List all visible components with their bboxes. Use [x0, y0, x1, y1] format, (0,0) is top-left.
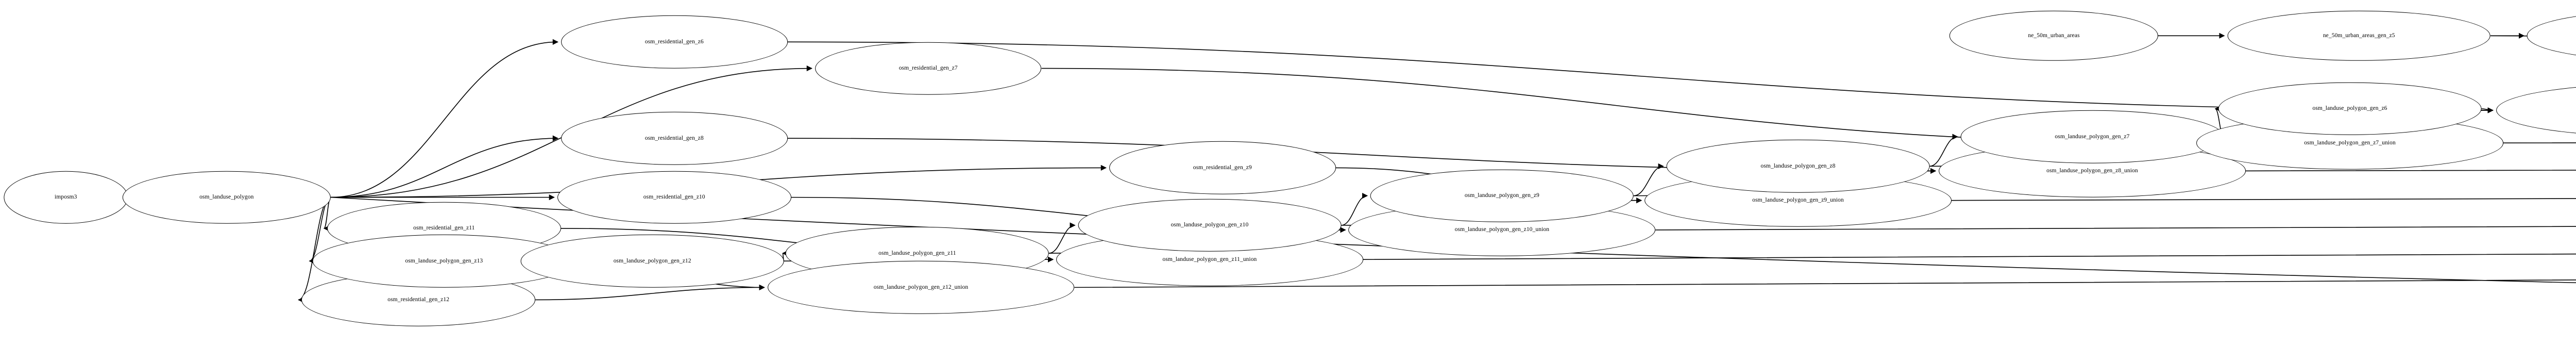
graph-node-label: osm_landuse_polygon_gen_z12: [613, 257, 691, 264]
graph-node-label: ne_50m_urban_areas_gen_z5: [2323, 32, 2395, 39]
graph-node-ne-50m-urban-areas[interactable]: ne_50m_urban_areas: [1950, 11, 2158, 61]
graph-edge: [2481, 107, 2494, 113]
graph-node-label: osm_residential_gen_z11: [413, 225, 475, 232]
graph-node-osm-landuse-polygon-gen-z6[interactable]: osm_landuse_polygon_gen_z6: [2218, 82, 2482, 136]
graph-node-osm-landuse-polygon-gen-z10[interactable]: osm_landuse_polygon_gen_z10: [1078, 199, 1342, 252]
graph-node-label: osm_residential_gen_z7: [899, 64, 958, 71]
graph-node-label: osm_landuse_polygon_gen_z12_union: [873, 284, 969, 290]
graph-node-label: osm_landuse_polygon_gen_z9: [1464, 192, 1539, 199]
graph-node-ne-50m-urban-areas-gen-z5[interactable]: ne_50m_urban_areas_gen_z5: [2227, 11, 2491, 61]
graph-edge: [2503, 142, 2576, 143]
graph-node-label: osm_residential_gen_z10: [643, 193, 705, 200]
graph-node-osm-residential-gen-z10[interactable]: osm_residential_gen_z10: [557, 171, 791, 224]
graph-edge: [330, 39, 558, 198]
graph-node-label: osm_residential_gen_z12: [387, 296, 450, 303]
graph-node-osm-landuse-polygon-gen-z7[interactable]: osm_landuse_polygon_gen_z7: [1960, 110, 2224, 163]
graph-node-label: osm_residential_gen_z9: [1193, 164, 1252, 171]
graph-node-label: osm_residential_gen_z8: [645, 135, 704, 141]
graph-node-label: osm_landuse_polygon_gen_z7: [2055, 133, 2130, 140]
graph-node-osm-landuse-polygon[interactable]: osm_landuse_polygon: [122, 171, 331, 224]
graph-node-label: osm_landuse_polygon_gen_z8: [1760, 162, 1836, 169]
graph-node-osm-landuse-polygon-gen-z8[interactable]: osm_landuse_polygon_gen_z8: [1666, 140, 1930, 193]
graph-node-osm-residential-gen-z7[interactable]: osm_residential_gen_z7: [815, 42, 1042, 95]
graph-node-osm-landuse-polygon-gen-z6-union[interactable]: osm_landuse_polygon_gen_z6_union: [2496, 84, 2576, 137]
graph-node-label: osm_landuse_polygon_gen_z11_union: [1162, 256, 1257, 262]
graph-node-ne-50m-urban-areas-gen-z4[interactable]: ne_50m_urban_areas_gen_z4: [2527, 11, 2576, 61]
graph-node-label: osm_landuse_polygon_gen_z6: [2312, 105, 2387, 112]
graph-node-osm-residential-gen-z8[interactable]: osm_residential_gen_z8: [561, 111, 788, 165]
graph-node-label: osm_landuse_polygon_gen_z8_union: [2046, 167, 2138, 174]
graph-node-label: osm_landuse_polygon_gen_z10_union: [1454, 226, 1550, 233]
graph-node-osm-landuse-polygon-gen-z9[interactable]: osm_landuse_polygon_gen_z9: [1370, 169, 1634, 222]
graph-node-label: osm_landuse_polygon_gen_z7_union: [2304, 139, 2396, 146]
graph-node-label: osm_landuse_polygon_gen_z13: [405, 257, 483, 264]
graph-node-osm-residential-gen-z9[interactable]: osm_residential_gen_z9: [1109, 141, 1336, 194]
graph-node-osm-landuse-polygon-gen-z12[interactable]: osm_landuse_polygon_gen_z12: [520, 234, 784, 288]
graph-node-label: ne_50m_urban_areas: [2028, 32, 2080, 39]
graph-node-label: osm_landuse_polygon: [199, 193, 254, 200]
graph-edge: [330, 135, 558, 198]
graph-node-label: imposm3: [54, 193, 77, 200]
graph-node-label: osm_landuse_polygon_gen_z9_union: [1752, 196, 1844, 203]
graph-node-imposm3[interactable]: imposm3: [4, 171, 128, 224]
graph-node-label: osm_residential_gen_z6: [645, 38, 704, 45]
graph-node-osm-landuse-polygon-gen-z12-union[interactable]: osm_landuse_polygon_gen_z12_union: [767, 261, 1075, 314]
graph-node-osm-residential-gen-z6[interactable]: osm_residential_gen_z6: [561, 15, 788, 69]
graph-edge: [535, 284, 765, 301]
graph-node-label: osm_landuse_polygon_gen_z11: [878, 250, 956, 256]
graph-node-label: osm_landuse_polygon_gen_z10: [1171, 222, 1249, 228]
